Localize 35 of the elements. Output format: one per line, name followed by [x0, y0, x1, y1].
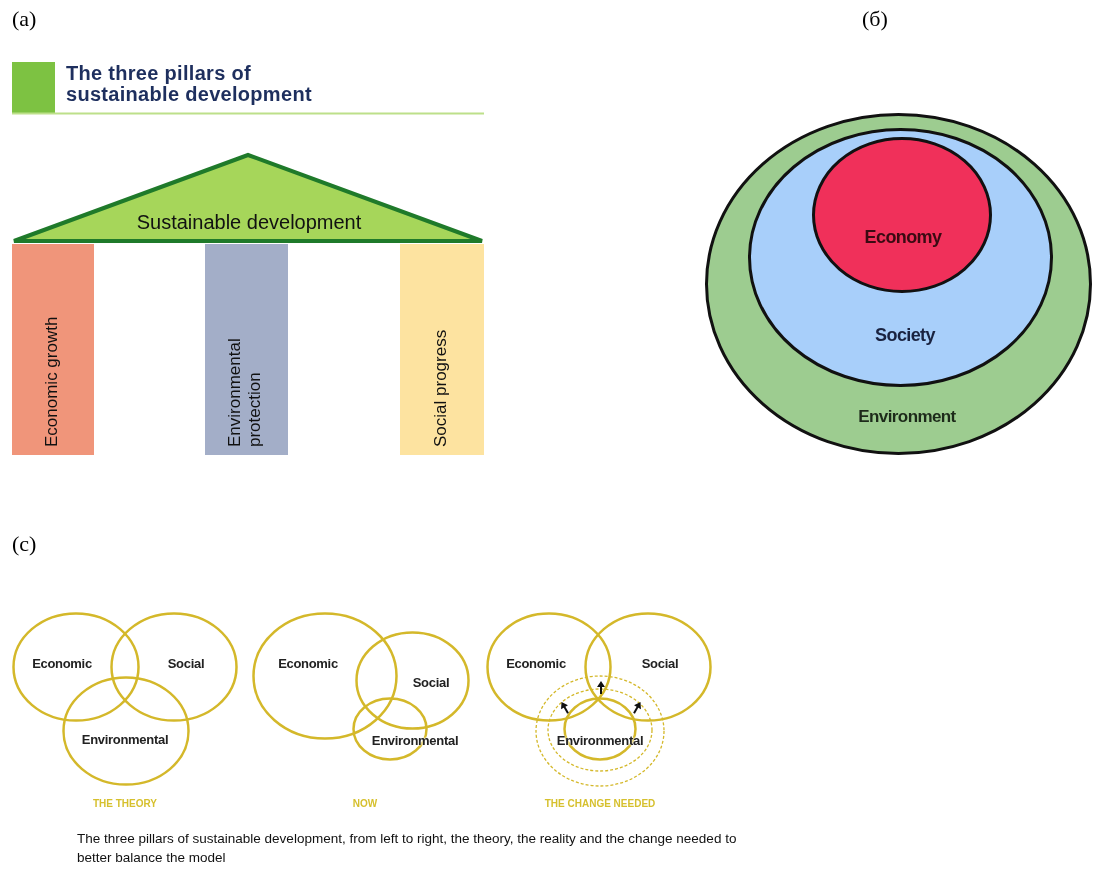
venn-circle: [110, 612, 238, 722]
node-label: Economy: [864, 226, 942, 248]
node-label: Social: [412, 674, 450, 690]
nested-ellipse: [748, 128, 1053, 387]
node-label: Environmental: [81, 731, 169, 747]
venn-circle: [355, 631, 470, 730]
node-label: Society: [875, 324, 935, 346]
node-label: Economic growth: [42, 315, 62, 447]
pillar: [400, 244, 484, 455]
caption: The three pillars of sustainable development, from left to right, the theory, the reality and the change needed to better balance the model: [77, 830, 737, 867]
node-label: Social: [641, 655, 679, 671]
node-label: Economic: [278, 655, 338, 671]
node-label: Environmental protection: [224, 337, 265, 447]
node-label: Economic: [506, 655, 566, 671]
diagram-caption: NOW: [352, 798, 378, 809]
panel-letter: (б): [862, 6, 888, 32]
node-label: Social progress: [431, 328, 451, 447]
heading: The three pillars of sustainable development: [66, 63, 313, 105]
pillar: [12, 244, 94, 455]
panel-letter: (c): [12, 531, 37, 557]
pillar: [205, 244, 288, 455]
diagram-caption: THE THEORY: [92, 798, 158, 809]
panel-letter: (a): [12, 6, 37, 32]
roof-triangle: [12, 152, 484, 244]
diagram-caption: THE CHANGE NEEDED: [544, 798, 656, 809]
nested-ellipse: [705, 113, 1092, 455]
node-label: Economic: [32, 655, 92, 671]
node-label: Social: [167, 655, 205, 671]
venn-circle: [486, 612, 612, 722]
node-label: Environment: [858, 407, 956, 427]
node-label: Sustainable development: [136, 210, 362, 234]
venn-circle: [584, 612, 712, 722]
venn-circle: [62, 676, 190, 786]
venn-circle: [12, 612, 140, 722]
nested-ellipse: [812, 137, 992, 293]
